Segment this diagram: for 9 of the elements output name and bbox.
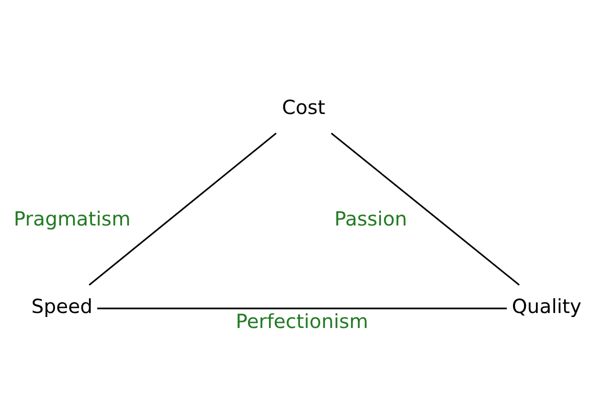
connector [330,132,520,286]
edge-label: Passion [334,207,408,230]
edge-label: Pragmatism [14,207,131,230]
node-text: Cost [282,96,326,120]
node-text: Speed [31,294,92,318]
connector [88,132,277,286]
connector [97,308,507,310]
node-text: Quality [512,294,582,318]
edge-label: Perfectionism [236,310,368,333]
